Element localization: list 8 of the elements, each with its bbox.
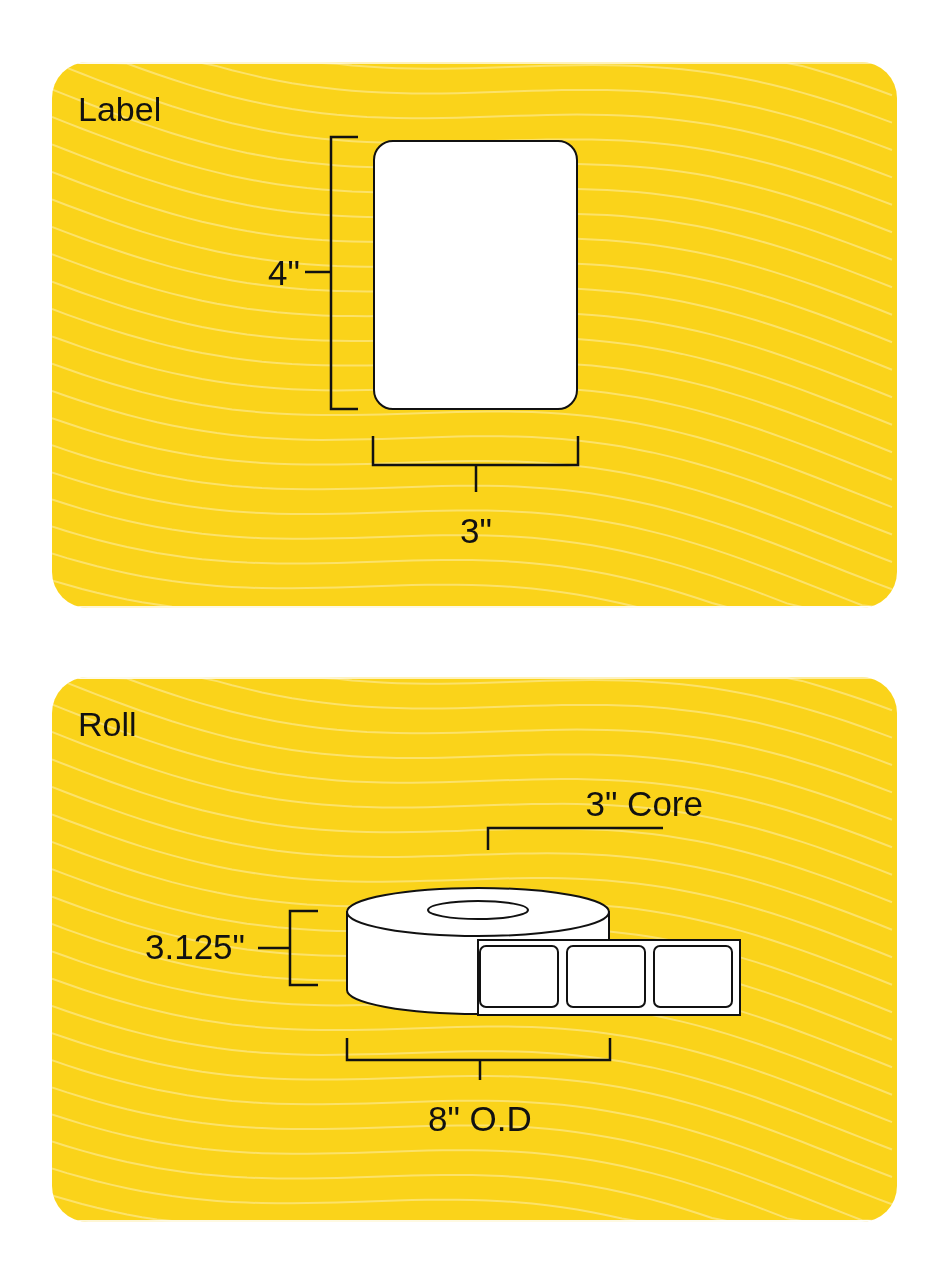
panel-heading: Roll	[78, 705, 137, 744]
label-sheet	[373, 140, 578, 410]
dimension-label: 3"	[460, 513, 492, 548]
panel-heading: Label	[78, 90, 162, 129]
dimension-label: 8" O.D	[428, 1101, 532, 1136]
dimension-label: 3.125"	[145, 929, 245, 964]
dimension-label: 3" Core	[585, 786, 703, 821]
dimension-label: 4"	[268, 255, 300, 290]
